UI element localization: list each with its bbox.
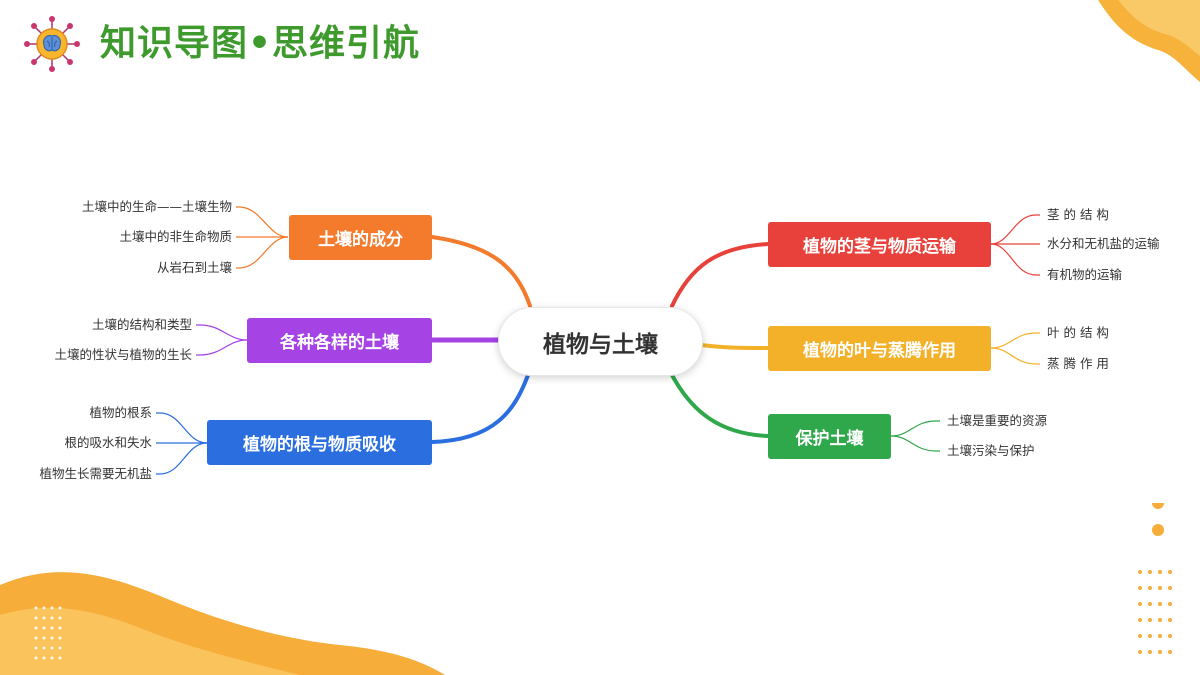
- right-dot-grid: [1138, 570, 1172, 654]
- branch-stem-label: 植物的茎与物质运输: [803, 237, 956, 257]
- leaf-item[interactable]: 土壤是重要的资源: [947, 413, 1048, 428]
- right-half-dot: [1152, 503, 1164, 509]
- branch-leaf[interactable]: 植物的叶与蒸腾作用: [768, 326, 991, 371]
- connector-roots: [430, 373, 530, 444]
- leaf-connectors-composition: [236, 206, 289, 269]
- connector-protect: [670, 373, 770, 438]
- leaf-item[interactable]: 土壤中的生命——土壤生物: [81, 199, 232, 214]
- connector-stem: [670, 242, 770, 308]
- branch-composition[interactable]: 土壤的成分: [289, 215, 432, 260]
- branch-composition-label: 土壤的成分: [318, 230, 403, 250]
- leaf-item[interactable]: 植物生长需要无机盐: [39, 466, 152, 481]
- central-topic[interactable]: 植物与土壤: [498, 307, 703, 376]
- leaf-item[interactable]: 土壤污染与保护: [947, 443, 1035, 458]
- branch-roots[interactable]: 植物的根与物质吸收: [207, 420, 432, 465]
- leaf-item[interactable]: 土壤的性状与植物的生长: [54, 347, 192, 362]
- branch-types[interactable]: 各种各样的土壤: [247, 318, 432, 363]
- branch-protect[interactable]: 保护土壤: [768, 414, 891, 459]
- leaf-item[interactable]: 植物的根系: [89, 405, 152, 420]
- leaf-connectors-protect: [890, 420, 940, 452]
- leaf-item[interactable]: 土壤的结构和类型: [91, 317, 192, 332]
- bottom-left-dots: [34, 606, 62, 660]
- branch-roots-label: 植物的根与物质吸收: [243, 435, 396, 455]
- leaf-connectors-stem: [990, 214, 1040, 276]
- branch-stem[interactable]: 植物的茎与物质运输: [768, 222, 991, 267]
- leaf-connectors-leaf: [990, 332, 1040, 365]
- branch-leaf-label: 植物的叶与蒸腾作用: [803, 341, 956, 361]
- connector-leaf: [699, 343, 770, 350]
- leaf-item[interactable]: 蒸 腾 作 用: [1047, 356, 1109, 371]
- right-dot: [1152, 524, 1164, 536]
- leaf-item[interactable]: 根的吸水和失水: [64, 435, 152, 450]
- leaf-item[interactable]: 叶 的 结 构: [1047, 325, 1109, 340]
- brain-network-icon: [24, 16, 80, 72]
- leaf-item[interactable]: 从岩石到土壤: [156, 260, 232, 275]
- leaf-connectors-types: [196, 324, 248, 356]
- leaf-connectors-roots: [156, 412, 208, 475]
- leaf-item[interactable]: 土壤中的非生命物质: [119, 229, 232, 244]
- branch-types-label: 各种各样的土壤: [280, 333, 399, 353]
- branch-protect-label: 保护土壤: [795, 429, 864, 449]
- page-title: 知识导图•思维引航: [100, 23, 421, 64]
- bottom-left-wave-light: [0, 607, 300, 675]
- leaf-item[interactable]: 有机物的运输: [1047, 267, 1123, 282]
- leaf-item[interactable]: 茎 的 结 构: [1047, 207, 1109, 222]
- connector-composition: [430, 235, 532, 308]
- leaf-item[interactable]: 水分和无机盐的运输: [1047, 236, 1160, 251]
- top-right-wave-light: [1118, 0, 1200, 56]
